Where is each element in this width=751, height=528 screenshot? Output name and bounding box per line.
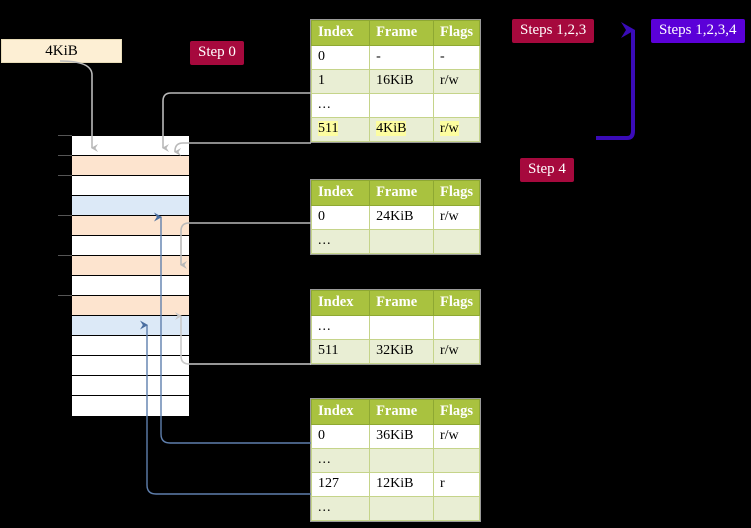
memory-tick bbox=[58, 255, 72, 256]
frame-size-label: 4KiB bbox=[1, 39, 122, 63]
cell-index: 0 bbox=[310, 45, 371, 70]
cell-flags: r/w bbox=[432, 424, 481, 449]
steps-1234-badge: Steps 1,2,3,4 bbox=[651, 19, 745, 43]
cell-frame bbox=[369, 315, 434, 340]
column-header-frame: Frame bbox=[369, 290, 434, 316]
cell-frame: 12KiB bbox=[369, 472, 434, 497]
cell-index: 1 bbox=[310, 69, 371, 94]
memory-frame-row bbox=[72, 236, 189, 256]
cell-flags: r/w bbox=[432, 117, 481, 142]
cell-frame: 4KiB bbox=[369, 117, 434, 142]
cell-flags: r bbox=[432, 472, 481, 497]
memory-frame-row bbox=[72, 176, 189, 196]
memory-tick bbox=[58, 135, 72, 136]
memory-frame-row bbox=[72, 336, 189, 356]
cell-flags bbox=[432, 229, 481, 254]
cell-index: ... bbox=[310, 496, 371, 521]
cell-flags: - bbox=[432, 45, 481, 70]
cell-index: ... bbox=[310, 93, 371, 118]
cell-index: ... bbox=[310, 448, 371, 473]
cell-flags: r/w bbox=[432, 205, 481, 230]
memory-frame-row bbox=[72, 376, 189, 396]
memory-tick bbox=[58, 155, 72, 156]
memory-frame-row bbox=[72, 156, 189, 176]
table-row[interactable]: ... bbox=[310, 496, 481, 521]
memory-frame-row bbox=[72, 276, 189, 296]
cell-flags: r/w bbox=[432, 339, 481, 364]
wire-pml4-4kib bbox=[174, 142, 311, 156]
memory-tick bbox=[58, 295, 72, 296]
cell-index: 511 bbox=[310, 117, 371, 142]
memory-frame-row bbox=[72, 296, 189, 316]
table-row[interactable]: 0-- bbox=[310, 45, 481, 70]
wire-pdpt-24kib bbox=[180, 222, 311, 269]
cell-flags bbox=[432, 315, 481, 340]
wire-pd-32kib bbox=[175, 312, 311, 365]
cell-frame: 16KiB bbox=[369, 69, 434, 94]
column-header-flags: Flags bbox=[432, 399, 481, 425]
table-row[interactable]: ... bbox=[310, 448, 481, 473]
column-header-frame: Frame bbox=[369, 399, 434, 425]
column-header-index: Index bbox=[310, 290, 371, 316]
memory-frame-row bbox=[72, 396, 189, 416]
cell-index: 0 bbox=[310, 424, 371, 449]
physical-memory-grid bbox=[71, 135, 190, 416]
memory-tick bbox=[58, 175, 72, 176]
cell-frame bbox=[369, 448, 434, 473]
column-header-index: Index bbox=[310, 180, 371, 206]
cell-index: ... bbox=[310, 229, 371, 254]
table-row[interactable]: ... bbox=[310, 93, 481, 118]
column-header-frame: Frame bbox=[369, 180, 434, 206]
cell-flags: r/w bbox=[432, 69, 481, 94]
cell-flags bbox=[432, 496, 481, 521]
memory-frame-row bbox=[72, 256, 189, 276]
cell-frame bbox=[369, 93, 434, 118]
column-header-frame: Frame bbox=[369, 20, 434, 46]
cell-index: ... bbox=[310, 315, 371, 340]
cell-frame bbox=[369, 496, 434, 521]
cell-index: 127 bbox=[310, 472, 371, 497]
cell-frame: 32KiB bbox=[369, 339, 434, 364]
cell-frame: - bbox=[369, 45, 434, 70]
column-header-index: Index bbox=[310, 399, 371, 425]
table-row[interactable]: ... bbox=[310, 229, 481, 254]
memory-frame-row bbox=[72, 356, 189, 376]
column-header-flags: Flags bbox=[432, 20, 481, 46]
cell-frame: 36KiB bbox=[369, 424, 434, 449]
cell-frame: 24KiB bbox=[369, 205, 434, 230]
memory-frame-row bbox=[72, 316, 189, 336]
cell-index: 511 bbox=[310, 339, 371, 364]
wire-steps-1234-bracket bbox=[596, 22, 635, 140]
cell-index: 0 bbox=[310, 205, 371, 230]
steps-123-badge: Steps 1,2,3 bbox=[512, 19, 595, 43]
step-0-badge: Step 0 bbox=[190, 41, 244, 65]
step-4-badge: Step 4 bbox=[520, 158, 574, 182]
table-row[interactable]: ... bbox=[310, 315, 481, 340]
column-header-flags: Flags bbox=[432, 290, 481, 316]
memory-frame-row bbox=[72, 196, 189, 216]
cell-flags bbox=[432, 93, 481, 118]
memory-frame-row bbox=[72, 136, 189, 156]
column-header-index: Index bbox=[310, 20, 371, 46]
memory-tick bbox=[58, 215, 72, 216]
cell-frame bbox=[369, 229, 434, 254]
memory-frame-row bbox=[72, 216, 189, 236]
cell-flags bbox=[432, 448, 481, 473]
column-header-flags: Flags bbox=[432, 180, 481, 206]
